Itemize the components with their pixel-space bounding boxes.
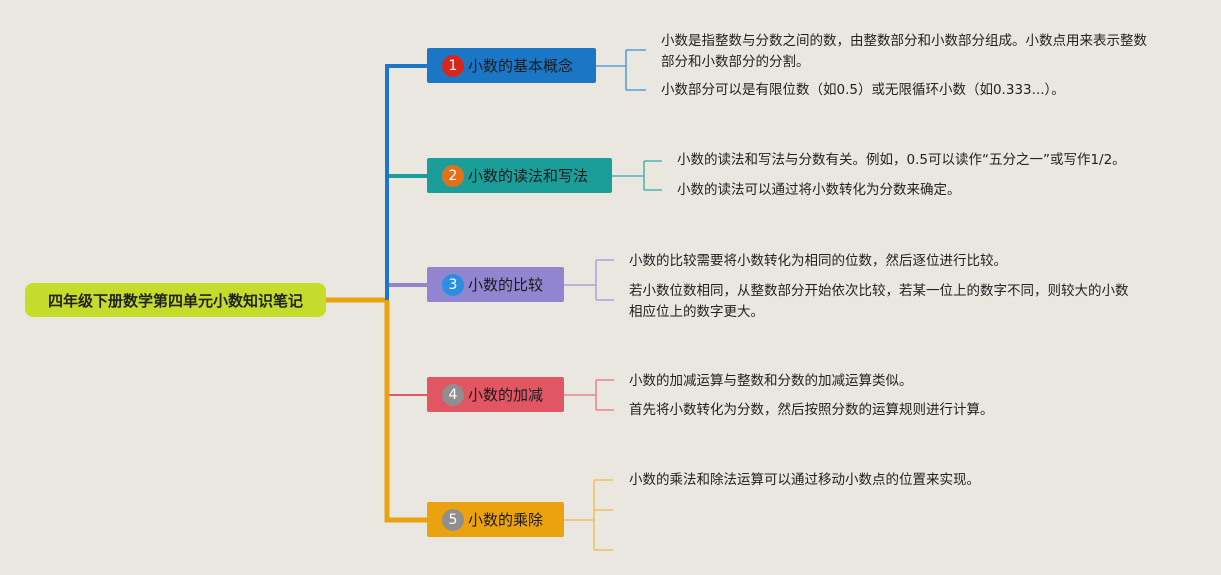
branch-1-leaf-links bbox=[596, 49, 646, 91]
branch-4-leaf-links bbox=[564, 379, 614, 411]
note-text: 小数是指整数与分数之间的数，由整数部分和小数部分组成。小数点用来表示整数部分和小… bbox=[661, 33, 1147, 70]
branch-basic-concept[interactable]: 1 小数的基本概念 bbox=[427, 48, 596, 83]
note-comparison-1[interactable]: 小数的比较需要将小数转化为相同的位数，然后逐位进行比较。 bbox=[629, 251, 1129, 272]
badge-number: 4 bbox=[448, 386, 458, 403]
branch-3-leaf-links bbox=[564, 259, 614, 301]
branch-2-link bbox=[385, 174, 427, 300]
number-badge-icon: 4 bbox=[442, 383, 464, 406]
branch-5-leaf-links bbox=[564, 479, 613, 551]
number-badge-icon: 1 bbox=[442, 54, 464, 77]
note-basic-concept-2[interactable]: 小数部分可以是有限位数（如0.5）或无限循环小数（如0.333...）。 bbox=[661, 80, 1157, 101]
branch-multiply-divide[interactable]: 5 小数的乘除 bbox=[427, 502, 564, 537]
note-reading-writing-1[interactable]: 小数的读法和写法与分数有关。例如，0.5可以读作“五分之一”或写作1/2。 bbox=[677, 150, 1147, 171]
note-text: 小数部分可以是有限位数（如0.5）或无限循环小数（如0.333...）。 bbox=[661, 82, 1065, 98]
branch-add-subtract[interactable]: 4 小数的加减 bbox=[427, 377, 564, 412]
note-add-subtract-2[interactable]: 首先将小数转化为分数，然后按照分数的运算规则进行计算。 bbox=[629, 400, 1129, 421]
number-badge-icon: 2 bbox=[442, 164, 464, 187]
note-text: 小数的加减运算与整数和分数的加减运算类似。 bbox=[629, 373, 913, 389]
badge-number: 1 bbox=[448, 57, 458, 74]
note-text: 若小数位数相同，从整数部分开始依次比较，若某一位上的数字不同，则较大的小数相应位… bbox=[629, 283, 1129, 320]
branch-5-link bbox=[384, 300, 427, 523]
note-add-subtract-1[interactable]: 小数的加减运算与整数和分数的加减运算类似。 bbox=[629, 371, 1129, 392]
root-topic[interactable]: 四年级下册数学第四单元小数知识笔记 bbox=[25, 283, 326, 317]
branch-label: 小数的乘除 bbox=[468, 511, 544, 529]
note-text: 首先将小数转化为分数，然后按照分数的运算规则进行计算。 bbox=[629, 402, 994, 418]
note-text: 小数的比较需要将小数转化为相同的位数，然后逐位进行比较。 bbox=[629, 253, 1007, 269]
branch-label: 小数的基本概念 bbox=[468, 57, 574, 75]
root-topic-label: 四年级下册数学第四单元小数知识笔记 bbox=[47, 291, 303, 310]
branch-2-leaf-links bbox=[612, 160, 662, 191]
note-reading-writing-2[interactable]: 小数的读法可以通过将小数转化为分数来确定。 bbox=[677, 180, 1147, 201]
number-badge-icon: 5 bbox=[442, 508, 464, 531]
note-basic-concept-1[interactable]: 小数是指整数与分数之间的数，由整数部分和小数部分组成。小数点用来表示整数部分和小… bbox=[661, 31, 1157, 73]
branch-label: 小数的比较 bbox=[468, 276, 544, 294]
note-text: 小数的读法和写法与分数有关。例如，0.5可以读作“五分之一”或写作1/2。 bbox=[677, 152, 1126, 168]
branch-label: 小数的读法和写法 bbox=[468, 167, 589, 185]
number-badge-icon: 3 bbox=[442, 273, 464, 296]
note-multiply-divide-1[interactable]: 小数的乘法和除法运算可以通过移动小数点的位置来实现。 bbox=[629, 470, 1129, 491]
branch-1-link bbox=[385, 64, 427, 300]
note-text: 小数的读法可以通过将小数转化为分数来确定。 bbox=[677, 182, 961, 198]
branch-comparison[interactable]: 3 小数的比较 bbox=[427, 267, 564, 302]
branch-label: 小数的加减 bbox=[468, 386, 544, 404]
branch-4-link bbox=[386, 300, 427, 396]
badge-number: 2 bbox=[448, 167, 458, 184]
badge-number: 5 bbox=[448, 511, 458, 528]
badge-number: 3 bbox=[448, 276, 458, 293]
branch-reading-writing[interactable]: 2 小数的读法和写法 bbox=[427, 158, 612, 193]
note-comparison-2[interactable]: 若小数位数相同，从整数部分开始依次比较，若某一位上的数字不同，则较大的小数相应位… bbox=[629, 281, 1129, 323]
note-text: 小数的乘法和除法运算可以通过移动小数点的位置来实现。 bbox=[629, 472, 980, 488]
